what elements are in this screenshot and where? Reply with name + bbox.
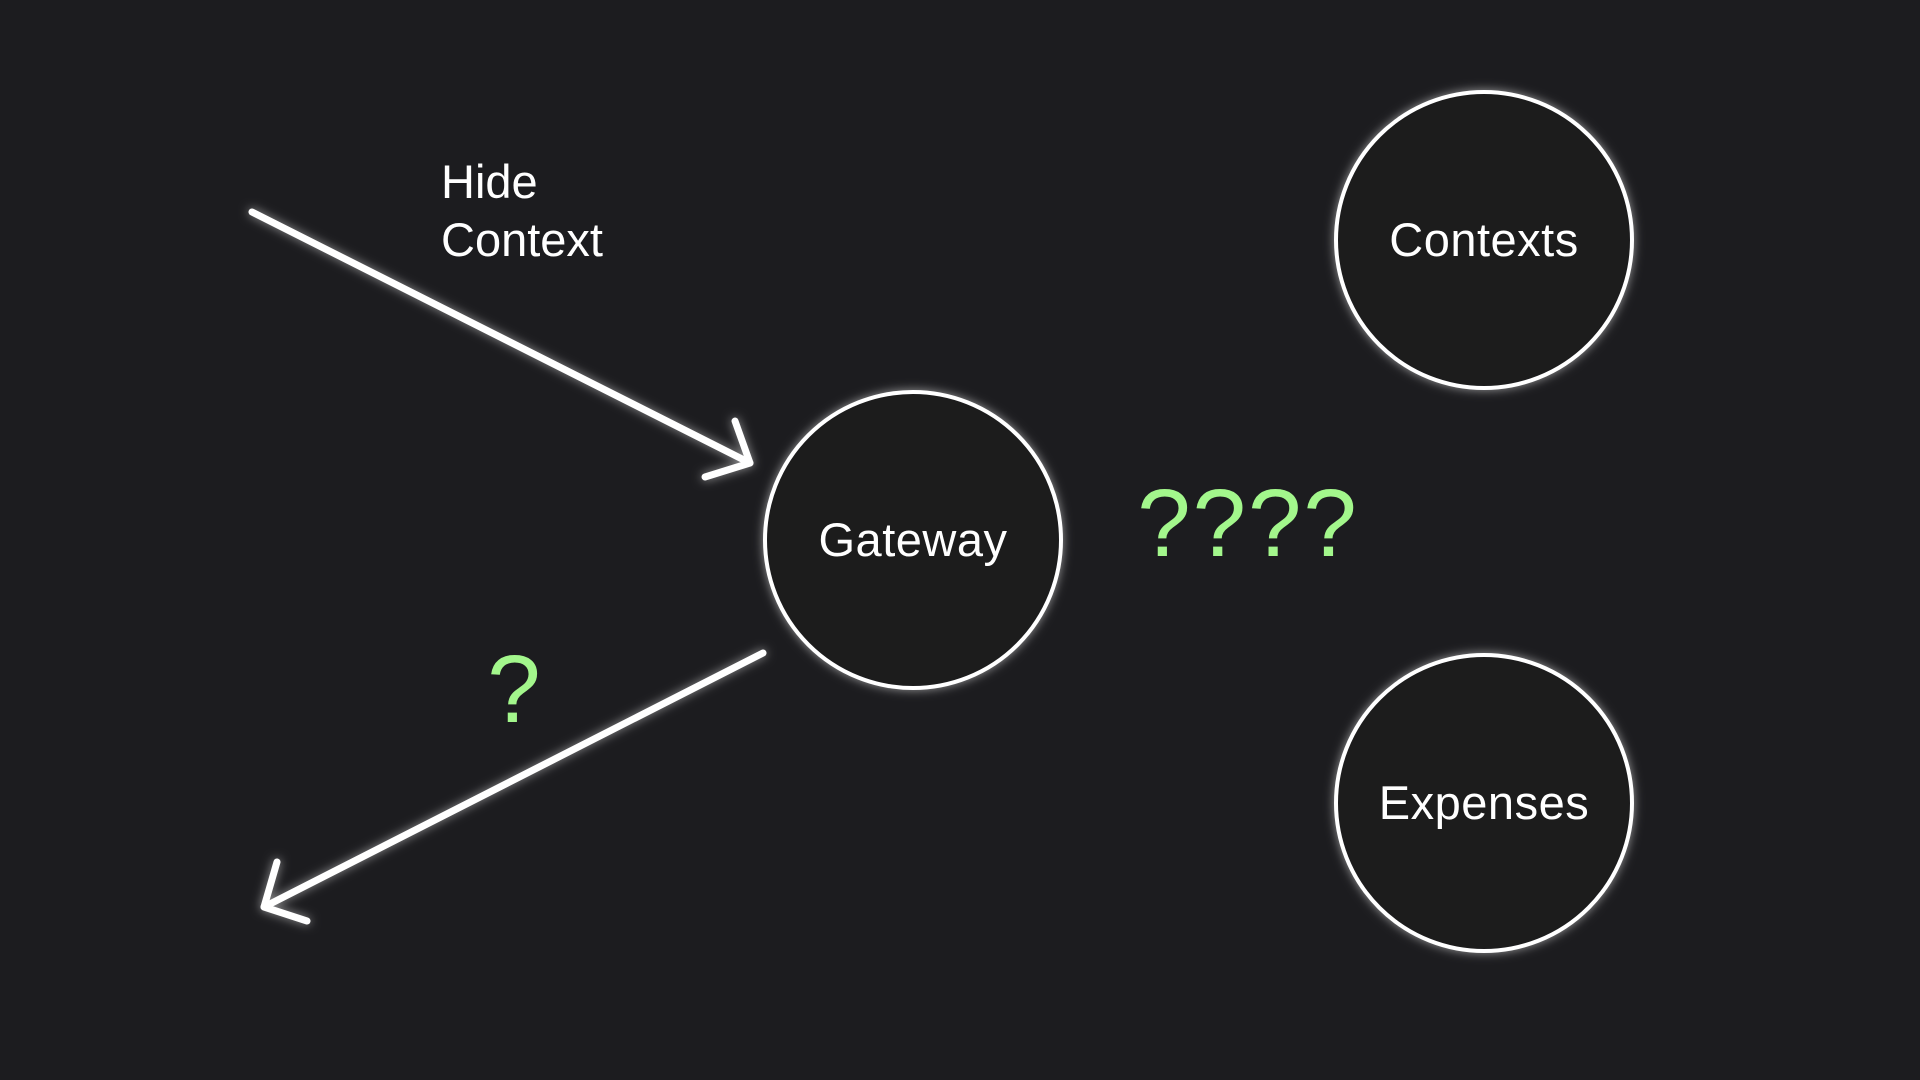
- contexts-node: Contexts: [1334, 90, 1634, 390]
- outgoing-question-mark: ?: [487, 636, 540, 743]
- contexts-label: Contexts: [1389, 213, 1578, 266]
- expenses-circle: [1334, 653, 1634, 953]
- gateway-node: Gateway: [763, 390, 1063, 690]
- incoming-label-line2: Context: [441, 213, 603, 266]
- unknown-connection-marks: ????: [1137, 470, 1359, 577]
- incoming-arrow: [248, 208, 754, 481]
- gateway-circle: [763, 390, 1063, 690]
- gateway-label: Gateway: [819, 513, 1008, 566]
- expenses-label: Expenses: [1379, 776, 1589, 829]
- incoming-label-line1: Hide: [441, 155, 538, 208]
- contexts-circle: [1334, 90, 1634, 390]
- outgoing-arrow: [260, 649, 767, 925]
- expenses-node: Expenses: [1334, 653, 1634, 953]
